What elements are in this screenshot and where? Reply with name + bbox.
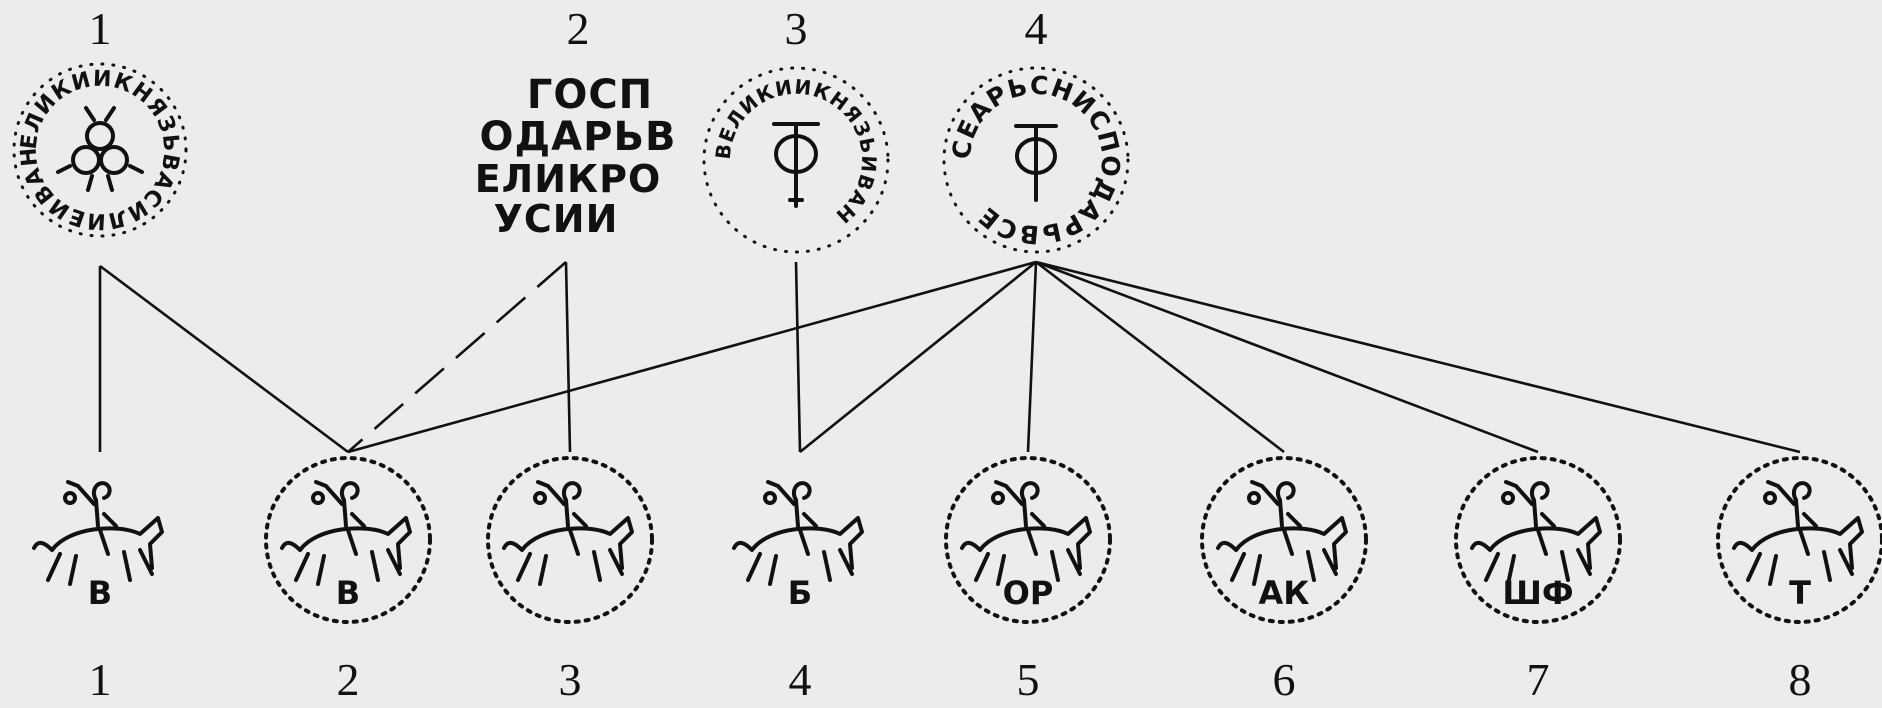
coin-6: АК 6: [1202, 458, 1366, 705]
dot-icon: [993, 493, 1003, 503]
link-stamp-4-coin-7: [1036, 262, 1538, 452]
dot-icon: [313, 493, 323, 503]
coin-label: 8: [1789, 654, 1812, 705]
horseman-icon: [1472, 482, 1600, 584]
tamga-icon: [1016, 126, 1056, 200]
connection-lines: [100, 262, 1800, 452]
stamp-legend-line: УСИИ: [494, 197, 619, 241]
coin-7: ШФ 7: [1456, 458, 1620, 705]
dot-icon: [1503, 493, 1513, 503]
tamga-icon: [774, 124, 818, 206]
horseman-icon: [282, 482, 410, 584]
dot-icon: [1249, 493, 1259, 503]
link-stamp-4-coin-6: [1036, 262, 1284, 452]
triple-knot-icon: [58, 108, 142, 190]
coin-label: 4: [789, 654, 812, 705]
stamp-legend-line: ГОСП: [527, 72, 653, 118]
stamp-legend-line: ОДАРЬВ: [480, 114, 677, 160]
dot-icon: [535, 493, 545, 503]
coin-letters: ШФ: [1502, 574, 1573, 612]
horseman-icon: [962, 482, 1090, 584]
coin-1: В1: [34, 482, 162, 705]
link-stamp-1-coin-2: [100, 266, 348, 452]
dot-icon: [65, 493, 75, 503]
link-stamp-2-coin-2: [348, 262, 566, 452]
coin-letters: АК: [1259, 574, 1310, 612]
coin-letters: В: [336, 574, 360, 612]
stamp-1: 1 ЕЛИКИИКНЯЗЬВАСИЛИЕИВАНОВИЧ: [0, 0, 186, 236]
stamp-3: 3 ВЕЛИКИИКНЯЗЬИВАН: [704, 3, 888, 252]
coin-label: 5: [1017, 654, 1040, 705]
coin-3: 3: [488, 458, 652, 705]
coin-letters: Т: [1789, 574, 1811, 612]
coin-4: Б4: [734, 482, 862, 705]
link-stamp-3-coin-4: [796, 262, 800, 452]
stamp-4: 4 СЕАРЬСНИСПОДАРЬВСЕ: [944, 3, 1128, 252]
dot-icon: [1765, 493, 1775, 503]
coin-label: 6: [1273, 654, 1296, 705]
coin-label: 7: [1527, 654, 1550, 705]
stamp-legend-line: ЕЛИКРО: [475, 157, 662, 201]
coin-2: В2: [266, 458, 430, 705]
coin-letters: Б: [788, 574, 812, 612]
link-stamp-2-coin-3: [566, 262, 570, 452]
coin-8: Т8: [1718, 458, 1882, 705]
dot-icon: [765, 493, 775, 503]
coin-5: ОР 5: [946, 458, 1110, 705]
horseman-icon: [504, 482, 632, 584]
coin-label: 1: [89, 654, 112, 705]
horseman-icon: [1734, 482, 1862, 584]
horseman-icon: [734, 482, 862, 584]
coin-label: 2: [337, 654, 360, 705]
coin-letters: ОР: [1003, 574, 1054, 612]
stamp-label: 3: [785, 3, 808, 54]
horseman-icon: [34, 482, 162, 584]
stamp-2: 2 ГОСП ОДАРЬВ ЕЛИКРО УСИИ: [475, 3, 677, 241]
link-stamp-4-coin-5: [1028, 262, 1036, 452]
horseman-icon: [1218, 482, 1346, 584]
coin-letters: В: [88, 574, 112, 612]
stamp-label: 2: [567, 3, 590, 54]
stamp-label: 4: [1025, 3, 1048, 54]
link-stamp-4-coin-2: [348, 262, 1036, 452]
stamp-label: 1: [89, 3, 112, 54]
coin-label: 3: [559, 654, 582, 705]
link-stamp-4-coin-8: [1036, 262, 1800, 452]
link-stamp-4-coin-4: [800, 262, 1036, 452]
